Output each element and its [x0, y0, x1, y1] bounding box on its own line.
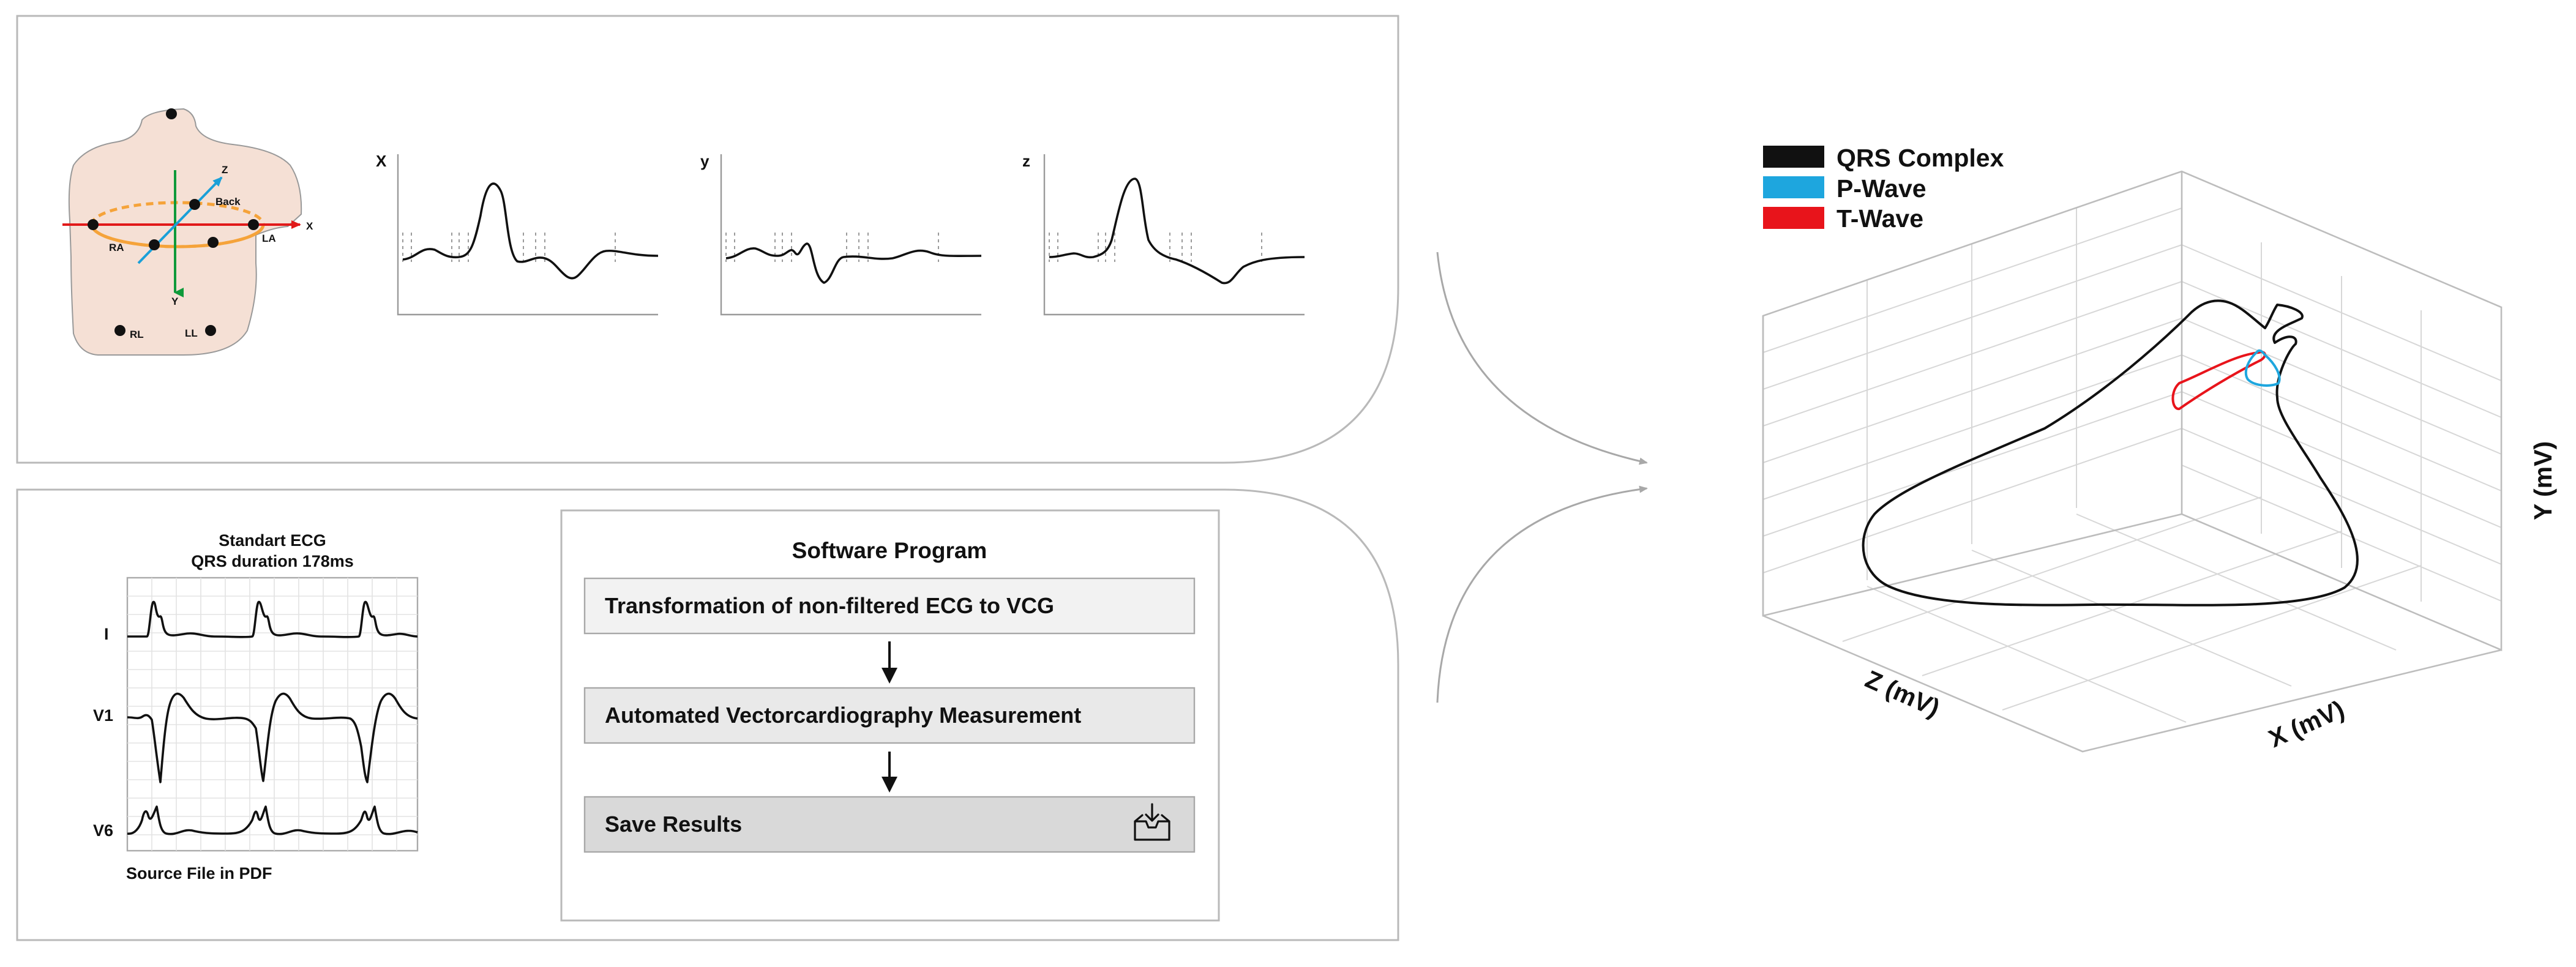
ecg-lead-v6-trace — [127, 805, 418, 835]
connector-arrows — [1436, 252, 1648, 703]
vcg-lead-z-trace — [1049, 177, 1305, 285]
torso-body — [68, 108, 302, 356]
software-program-title: Software Program — [792, 538, 987, 563]
standard-ecg-figure: Standart ECG QRS duration 178ms I V1 V — [93, 531, 419, 883]
ecg-title-line1: Standart ECG — [219, 531, 326, 550]
vcg-lead-y-label: y — [700, 152, 710, 170]
electrode-chest — [208, 237, 219, 248]
torso-illustration: X Y Z RA LA Back RL LL — [62, 108, 313, 356]
electrode-ll — [205, 325, 216, 336]
axis-label-z: Z (mV) — [1861, 665, 1944, 722]
torso-label-y: Y — [171, 296, 179, 307]
bottom-panel-frame — [16, 488, 1399, 941]
step-measurement-box[interactable] — [583, 687, 1196, 744]
plot-grid-right-wall — [2181, 242, 2502, 602]
torso-label-la: LA — [262, 233, 276, 244]
step-transformation-label: Transformation of non-filtered ECG to VC… — [605, 593, 1054, 618]
electrode-center — [149, 239, 160, 250]
ecg-footer: Source File in PDF — [126, 864, 272, 883]
p-wave-loop — [2244, 349, 2281, 387]
save-results-label: Save Results — [605, 812, 742, 837]
vcg-lead-z-label: z — [1022, 152, 1030, 170]
legend-label-t: T-Wave — [1837, 204, 1923, 233]
plot-grid-floor — [1842, 496, 2422, 723]
plot-box-edges — [1762, 170, 2503, 753]
electrode-back — [189, 199, 200, 210]
legend-swatch-qrs — [1763, 146, 1824, 168]
horizontal-plane-front — [90, 224, 265, 248]
ecg-lead-v1-trace — [127, 692, 418, 783]
software-program: Software Program Transformation of non-f… — [560, 509, 1220, 922]
vcg-lead-y: y — [700, 152, 982, 316]
torso-label-back: Back — [215, 196, 241, 207]
step-transformation-box[interactable] — [583, 577, 1196, 635]
vcg-lead-z: z — [1022, 152, 1305, 316]
ecg-lead-i-trace — [127, 600, 418, 638]
legend-swatch-p — [1763, 176, 1824, 198]
legend-label-p: P-Wave — [1837, 174, 1926, 203]
step-transformation[interactable]: Transformation of non-filtered ECG to VC… — [583, 577, 1196, 635]
vcg-lead-x-label: X — [376, 152, 387, 170]
vcg-lead-x: X — [376, 152, 659, 316]
t-wave-loop — [2171, 351, 2266, 410]
ecg-lead-v6-label: V6 — [93, 821, 113, 840]
electrode-la — [248, 219, 259, 230]
axis-label-y: Y (mV) — [2529, 441, 2557, 520]
step-measurement-label: Automated Vectorcardiography Measurement — [605, 703, 1081, 728]
vcg-lead-y-trace — [725, 242, 982, 284]
arrow-from-top — [1436, 252, 1648, 465]
top-panel: X Y Z RA LA Back RL LL X y — [16, 15, 1399, 464]
torso-label-x: X — [306, 220, 313, 232]
torso-label-ra: RA — [109, 242, 124, 253]
vcg-lead-x-trace — [402, 182, 659, 280]
ecg-lead-i-label: I — [104, 625, 109, 643]
electrode-neck — [166, 108, 177, 119]
plot-legend: QRS Complex P-Wave T-Wave — [1763, 144, 2004, 233]
electrode-rl — [114, 325, 125, 336]
arrow-from-bottom — [1436, 485, 1648, 703]
ecg-lead-v1-label: V1 — [93, 706, 113, 725]
step-measurement[interactable]: Automated Vectorcardiography Measurement — [583, 687, 1196, 744]
electrode-ra — [88, 219, 99, 230]
top-panel-frame — [16, 15, 1399, 464]
torso-label-rl: RL — [130, 329, 144, 340]
legend-swatch-t — [1763, 207, 1824, 229]
bottom-panel: Standart ECG QRS duration 178ms I V1 V — [16, 488, 1399, 941]
save-results-button[interactable] — [583, 796, 1196, 853]
ecg-title-line2: QRS duration 178ms — [191, 552, 354, 570]
torso-label-ll: LL — [185, 327, 198, 339]
qrs-complex-loop — [1862, 299, 2359, 607]
torso-label-z: Z — [222, 164, 228, 176]
download-tray-icon[interactable] — [1134, 803, 1170, 841]
legend-label-qrs: QRS Complex — [1837, 144, 2004, 172]
vcg-3d-plot: QRS Complex P-Wave T-Wave — [1762, 144, 2557, 753]
plot-grid-left-wall — [1762, 207, 2182, 580]
step-save-results[interactable]: Save Results — [583, 796, 1196, 853]
